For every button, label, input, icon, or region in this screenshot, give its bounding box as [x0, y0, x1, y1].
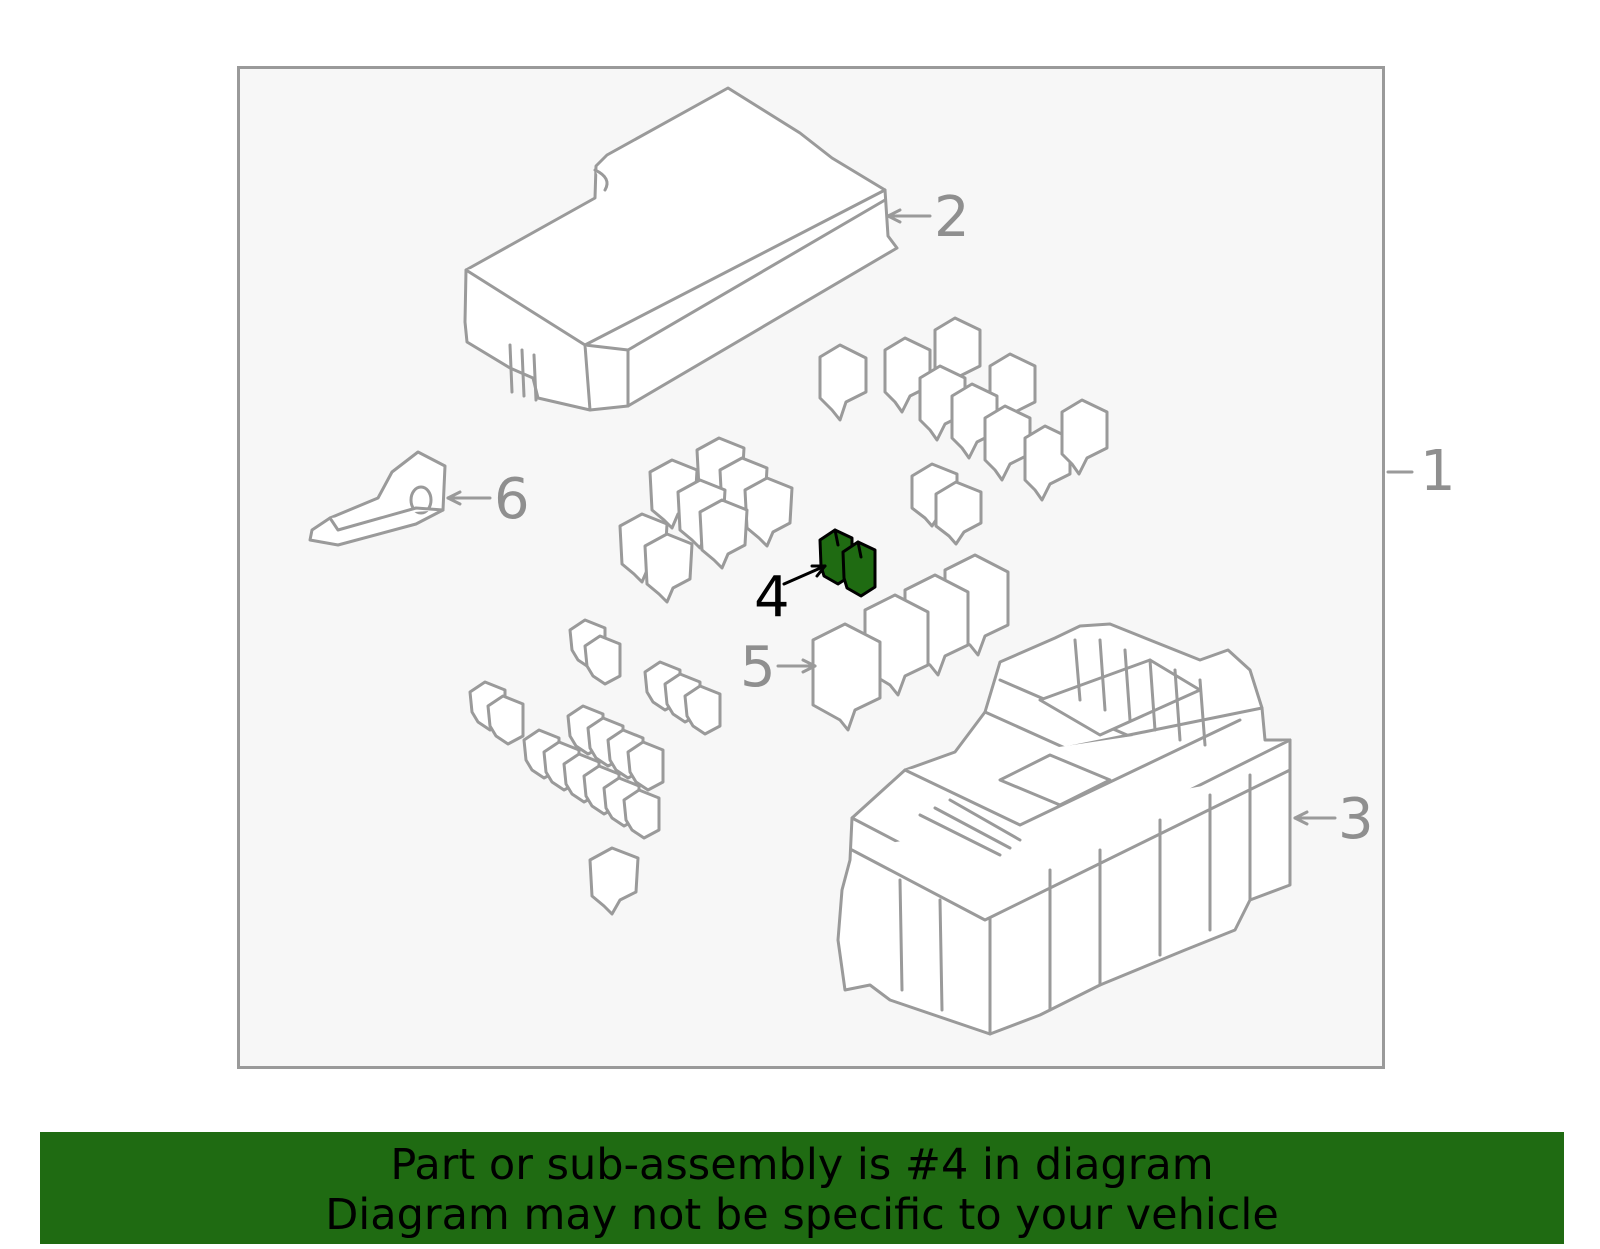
- callout-2: 2: [934, 185, 970, 250]
- callout-6: 6: [494, 467, 530, 532]
- part-5-relays[interactable]: [811, 553, 1010, 732]
- small-relay-pair: [910, 462, 983, 546]
- part-2-cover[interactable]: [463, 86, 899, 412]
- part-4-fuses[interactable]: [818, 528, 877, 598]
- mini-relay-cluster: [618, 436, 794, 604]
- leader-lines: [446, 208, 1414, 826]
- part-3-housing[interactable]: [836, 622, 1292, 1036]
- part-6-bracket[interactable]: [308, 450, 447, 547]
- banner-line-part: Part or sub-assembly is #4 in diagram: [390, 1140, 1214, 1190]
- info-banner: Part or sub-assembly is #4 in diagram Di…: [40, 1132, 1564, 1244]
- relay-cluster-upper: [818, 316, 1109, 502]
- callout-3: 3: [1338, 787, 1374, 852]
- mini-fuse-cluster: [468, 618, 722, 916]
- callout-4: 4: [754, 565, 790, 630]
- callout-5: 5: [740, 635, 776, 700]
- banner-line-disclaimer: Diagram may not be specific to your vehi…: [325, 1190, 1279, 1240]
- callout-1: 1: [1420, 439, 1456, 504]
